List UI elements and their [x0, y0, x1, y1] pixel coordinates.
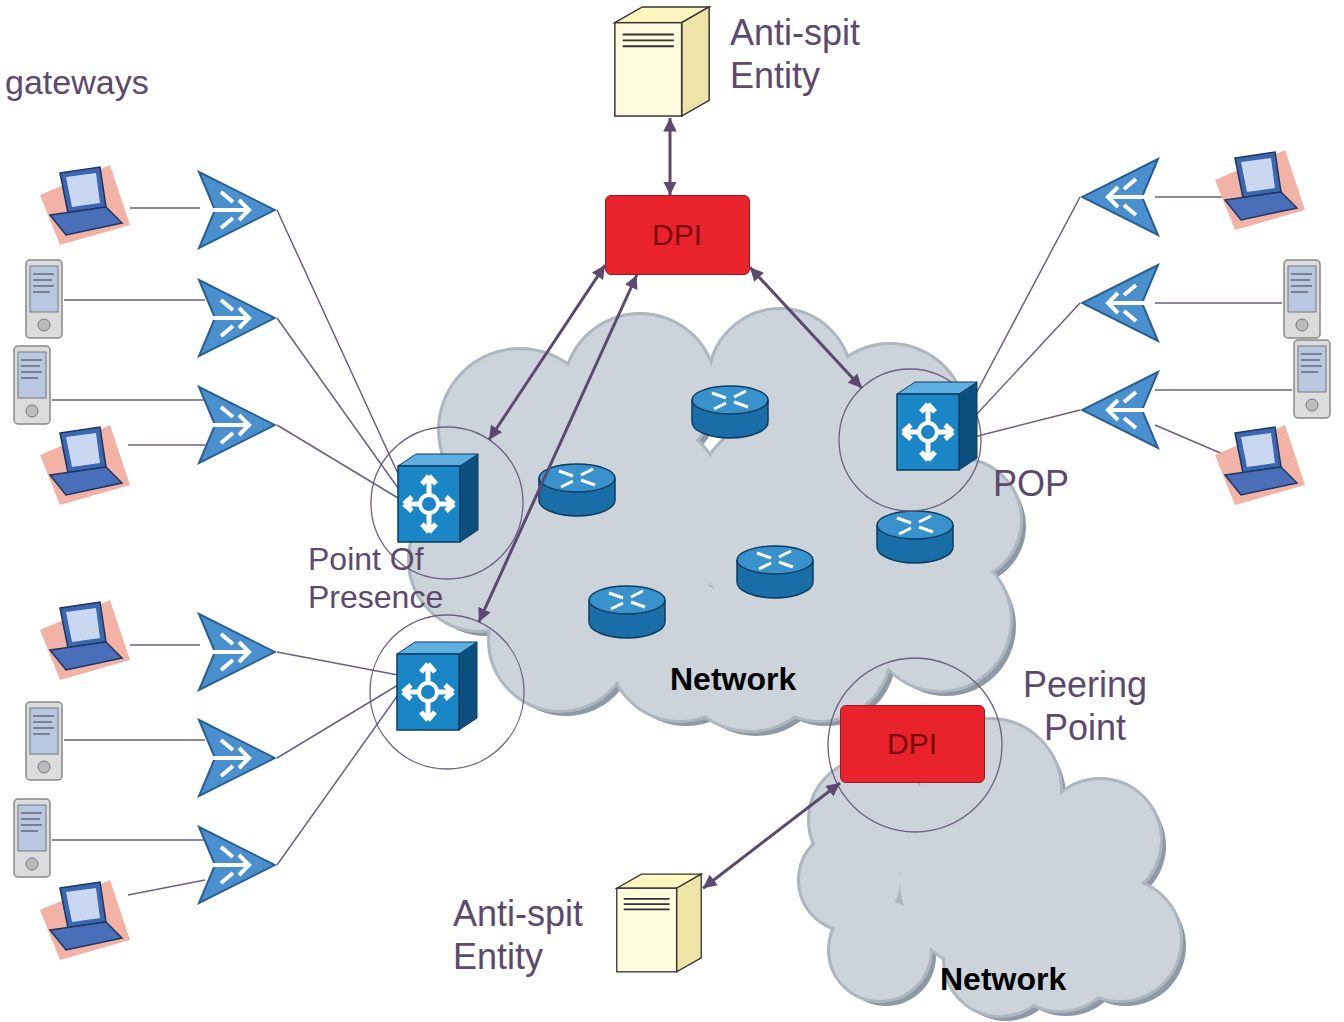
cloud-layer: [800, 720, 1180, 1015]
node-label: DPI: [840, 726, 985, 762]
pda-icon: [1294, 340, 1330, 418]
pda-icon: [1284, 260, 1320, 338]
label-holder: gateways: [5, 62, 149, 103]
switch-icon: [895, 380, 979, 472]
device-wire: [1155, 197, 1292, 455]
gateway-icon: [199, 280, 275, 356]
node-label: Peering Point: [1005, 663, 1165, 749]
node-label: DPI: [605, 217, 750, 253]
circle-outline: [370, 615, 524, 769]
anti-spit-server: Anti-spit Entity: [615, 862, 703, 984]
device-wire: [52, 208, 205, 895]
pda-icon: [14, 346, 50, 424]
laptop-icon: [40, 880, 130, 960]
node-label: Network: [940, 960, 1066, 998]
node-label: Point Of Presence: [308, 540, 483, 617]
pop-circle: Point Of Presence: [370, 426, 524, 580]
router-icon: [877, 511, 953, 563]
server-icon: [615, 7, 709, 116]
switch-icon: [395, 640, 479, 732]
pda-icon: [14, 799, 50, 877]
switch-icon: [396, 452, 480, 544]
cloud-layer: [800, 720, 1180, 1015]
network-cloud: Network: [395, 310, 1020, 725]
gateway-icon: [199, 827, 275, 903]
server-icon: [615, 862, 703, 984]
connector-arrow: [489, 265, 605, 440]
dpi-box: DPI: [605, 195, 750, 275]
cloud-lobe: [690, 410, 910, 630]
pda-icon: [26, 260, 62, 338]
node-label: POP: [993, 462, 1069, 505]
cloud-lobe: [900, 790, 1080, 970]
cloud-layer: [410, 310, 1020, 730]
server-icon: [612, 5, 712, 118]
laptop-icon: [40, 425, 130, 505]
router-icon: [692, 386, 768, 438]
group-label: gateways: [5, 62, 149, 103]
laptop-icon: [40, 600, 130, 680]
gateway-icon: [199, 720, 275, 796]
pop-circle: [369, 614, 525, 770]
server-icon: [617, 874, 701, 972]
gateway-icon: [1082, 372, 1158, 448]
connector-arrow: [669, 118, 672, 195]
cloud-lobe: [690, 410, 910, 630]
dpi-box: DPI: [840, 705, 985, 783]
switch-icon: [398, 454, 478, 542]
router-icon: [539, 464, 615, 516]
connector-arrow: [703, 783, 840, 888]
gateway-icon: [1082, 265, 1158, 341]
gateways: [199, 159, 1158, 903]
network-cloud: Network: [800, 725, 1185, 1022]
gateway-wire: [277, 210, 400, 865]
peering-point-circle: Peering PointDPI: [827, 657, 1003, 833]
cloud-lobe: [800, 830, 900, 930]
gateway-icon: [199, 172, 275, 248]
access-devices: [14, 150, 1330, 960]
node-label: Network: [670, 660, 796, 698]
connector-arrow: [479, 275, 637, 622]
node-label: Anti-spit Entity: [730, 11, 905, 97]
cloud-shape: [800, 720, 1186, 1021]
cloud-shape: [410, 310, 1026, 736]
switch-icon: [397, 642, 477, 730]
laptop-icon: [1215, 150, 1305, 230]
cloud-layer: [410, 310, 1020, 730]
anti-spit-server: Anti-spit Entity: [612, 5, 712, 118]
laptop-icon: [40, 165, 130, 245]
pda-icon: [26, 702, 62, 780]
gateway-icon: [199, 387, 275, 463]
pop-circle: POP: [838, 368, 982, 512]
cloud-lobe: [800, 830, 900, 930]
gateway-icon: [199, 614, 275, 690]
router-icon: [737, 546, 813, 598]
router-icon: [589, 586, 665, 638]
node-label: Anti-spit Entity: [453, 892, 613, 978]
connector-arrow: [750, 267, 862, 388]
gateway-wire: [962, 197, 1080, 440]
laptop-icon: [1215, 425, 1305, 505]
switch-icon: [897, 382, 977, 470]
cloud-lobe: [900, 790, 1080, 970]
gateway-icon: [1082, 159, 1158, 235]
